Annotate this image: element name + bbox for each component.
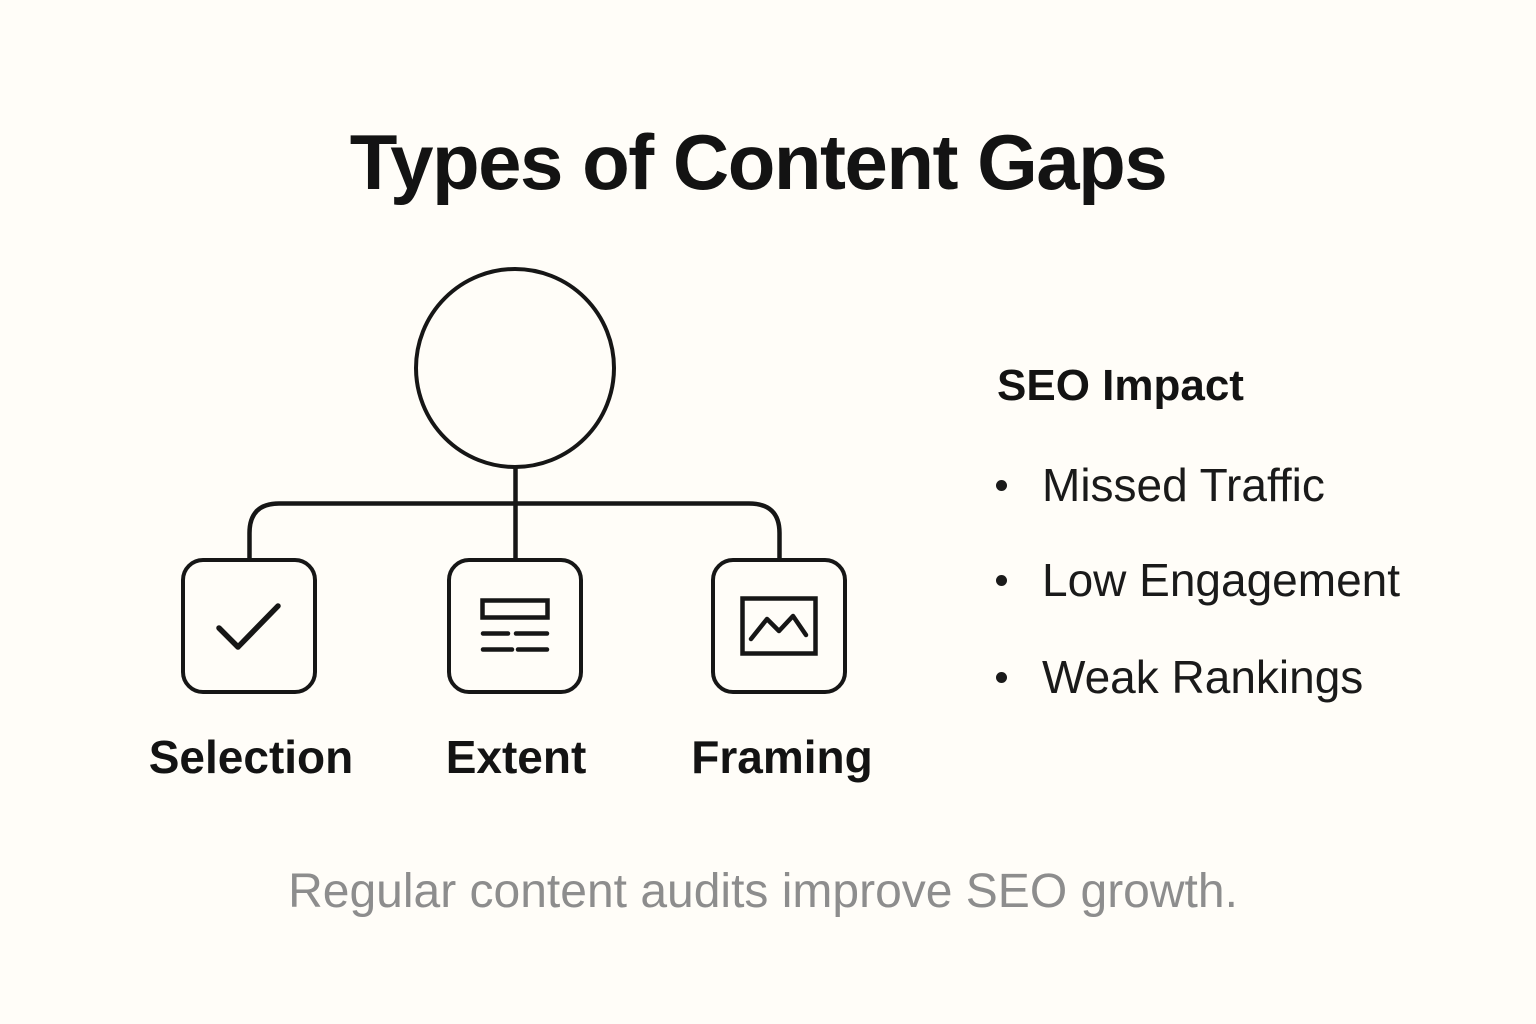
list-item-label: Missed Traffic — [1042, 459, 1325, 511]
node-label-selection: Selection — [148, 731, 354, 783]
picture-icon — [740, 596, 818, 656]
list-item-label: Low Engagement — [1042, 554, 1401, 606]
root-node-circle — [414, 267, 616, 469]
connector-right — [515, 501, 782, 560]
node-box-extent — [447, 558, 583, 694]
checkmark-icon — [216, 603, 281, 650]
bullet-dot — [996, 480, 1007, 491]
list-item-label: Weak Rankings — [1042, 651, 1364, 703]
list-item: Weak Rankings — [996, 650, 1363, 705]
page-title: Types of Content Gaps — [349, 118, 1168, 206]
node-box-selection — [181, 558, 317, 694]
footer-caption: Regular content audits improve SEO growt… — [288, 865, 1238, 918]
bullet-dot — [996, 672, 1007, 683]
list-item: Low Engagement — [996, 553, 1400, 608]
node-label-framing: Framing — [691, 731, 873, 783]
node-label-extent: Extent — [445, 731, 587, 783]
bullet-dot — [996, 575, 1007, 586]
node-box-framing — [711, 558, 847, 694]
seo-impact-heading: SEO Impact — [997, 361, 1244, 410]
text-lines-icon — [480, 598, 550, 652]
connector-left — [247, 501, 516, 560]
list-item: Missed Traffic — [996, 458, 1325, 513]
